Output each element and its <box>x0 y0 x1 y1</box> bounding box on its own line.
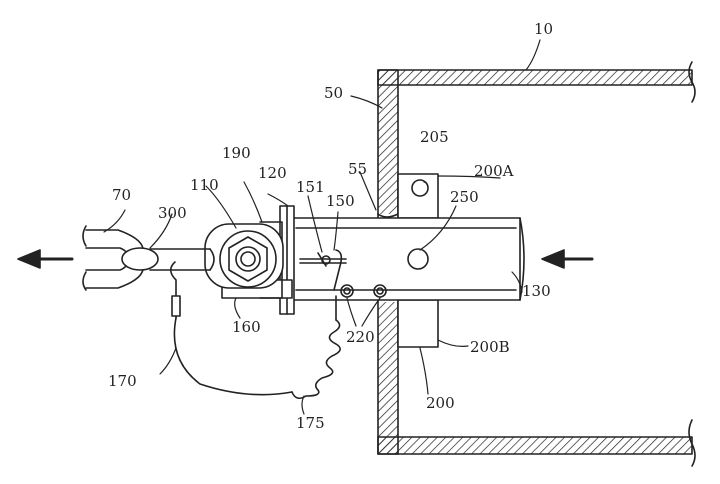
push-arrow <box>541 249 594 269</box>
mount-bracket <box>397 173 439 348</box>
label-120: 120 <box>258 164 287 182</box>
label-130: 130 <box>522 282 551 300</box>
label-190: 190 <box>222 144 251 162</box>
receiver-tube <box>289 217 525 301</box>
tow-strap <box>82 225 159 291</box>
label-150: 150 <box>326 192 355 210</box>
label-200A: 200A <box>474 162 514 180</box>
label-220: 220 <box>346 328 375 346</box>
label-200: 200 <box>426 394 455 412</box>
label-160: 160 <box>232 318 261 336</box>
safety-cable <box>169 261 293 396</box>
pull-arrow <box>17 249 74 269</box>
label-50: 50 <box>324 84 344 102</box>
label-151: 151 <box>296 178 325 196</box>
label-300: 300 <box>158 204 187 222</box>
label-10: 10 <box>534 20 554 38</box>
label-70: 70 <box>112 186 132 204</box>
leader-lines <box>103 39 541 415</box>
label-200B: 200B <box>470 338 510 356</box>
coiled-cord <box>291 295 341 400</box>
label-110: 110 <box>190 176 219 194</box>
label-170: 170 <box>108 372 137 390</box>
label-175: 175 <box>296 414 325 432</box>
label-250: 250 <box>450 188 479 206</box>
label-205: 205 <box>420 128 449 146</box>
label-55: 55 <box>348 160 368 178</box>
hitch-pin <box>299 249 347 291</box>
shank <box>149 248 215 271</box>
bolt-nut <box>219 230 277 288</box>
